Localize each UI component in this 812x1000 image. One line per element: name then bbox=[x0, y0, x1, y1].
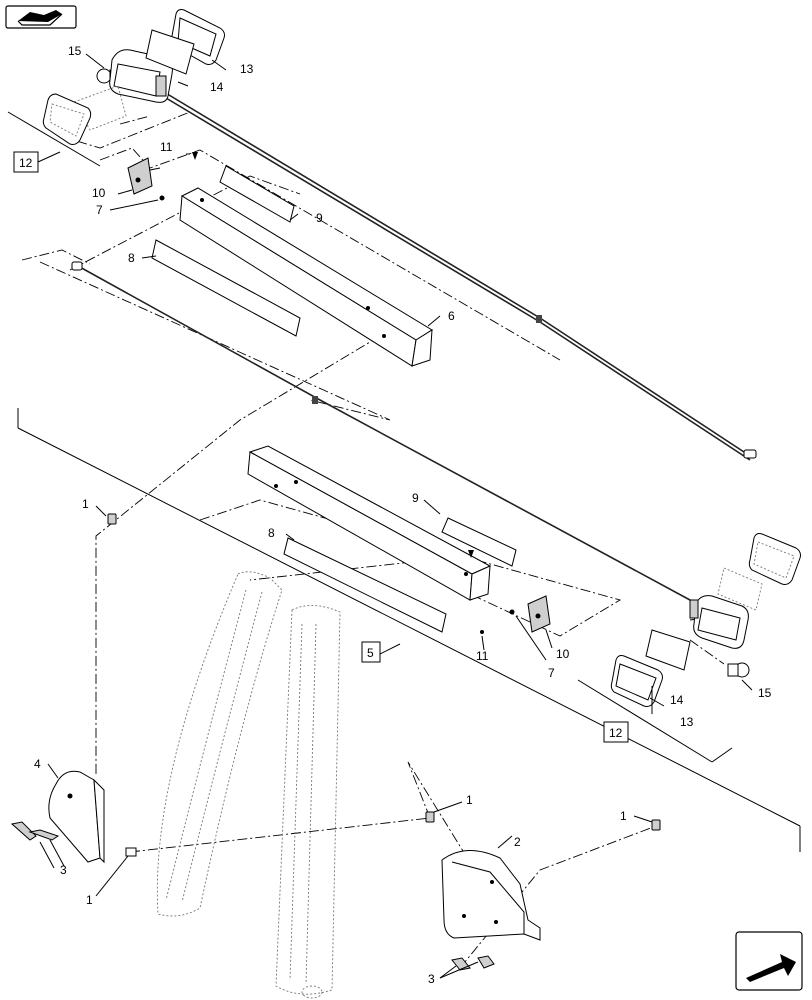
post-straight bbox=[275, 605, 341, 999]
callout-1-right: 1 bbox=[620, 809, 627, 823]
callout-3-bottom: 3 bbox=[428, 972, 435, 986]
callout-13-upper: 13 bbox=[240, 62, 254, 76]
callout-10-upper: 10 bbox=[92, 186, 106, 200]
callout-15-upper: 15 bbox=[68, 44, 82, 58]
screw-7-lower bbox=[509, 609, 515, 615]
callout-1-top: 1 bbox=[82, 497, 89, 511]
post-curved bbox=[156, 571, 283, 917]
callout-15-lower: 15 bbox=[758, 686, 772, 700]
callout-8-lower: 8 bbox=[268, 526, 275, 540]
callout-11-lower: 11 bbox=[476, 649, 489, 663]
lamp-bulb-lower bbox=[727, 662, 750, 678]
bolt-1-mid bbox=[425, 811, 435, 823]
callout-1-mid: 1 bbox=[466, 793, 473, 807]
callout-8-upper: 8 bbox=[128, 251, 135, 265]
callout-5: 5 bbox=[367, 646, 374, 660]
callout-7-lower: 7 bbox=[548, 666, 555, 680]
callout-10-lower: 10 bbox=[556, 647, 570, 661]
callout-box-12-lower bbox=[603, 721, 629, 743]
gasket-lower-right bbox=[748, 533, 801, 585]
callout-14-lower: 14 bbox=[670, 693, 684, 707]
bolts-3-bottom bbox=[451, 955, 495, 971]
callout-4: 4 bbox=[34, 757, 41, 771]
bolt-1-top bbox=[107, 513, 117, 525]
shield-lower bbox=[645, 629, 691, 671]
decal-strip-8-lower bbox=[283, 537, 447, 633]
leader-lines bbox=[37, 53, 753, 979]
screw-11-upper bbox=[192, 152, 198, 160]
callout-13-lower: 13 bbox=[680, 715, 694, 729]
screw-11-lower bbox=[468, 550, 484, 634]
bracket-upper bbox=[127, 157, 161, 195]
callout-7-upper: 7 bbox=[96, 203, 103, 217]
decal-strip-9-upper bbox=[219, 165, 295, 223]
callout-3-left: 3 bbox=[60, 863, 67, 877]
callout-6: 6 bbox=[448, 309, 455, 323]
callout-labels: 15 13 14 12 11 10 7 9 8 6 1 9 8 5 11 10 … bbox=[19, 44, 772, 986]
decal-strip-9-lower bbox=[441, 517, 517, 567]
gasket-upper-left bbox=[42, 93, 92, 145]
bracket-lower bbox=[527, 595, 551, 633]
reference-book-icon[interactable] bbox=[5, 5, 77, 29]
lens-upper bbox=[73, 85, 127, 131]
shield-upper bbox=[145, 29, 195, 75]
callout-9-lower: 9 bbox=[412, 491, 419, 505]
beam-lower bbox=[247, 445, 492, 601]
callout-9-upper: 9 bbox=[316, 211, 323, 225]
callout-12-lower: 12 bbox=[609, 726, 623, 740]
decal-strip-8-upper bbox=[151, 239, 301, 337]
navigation-arrow-icon[interactable] bbox=[735, 931, 803, 991]
assembly-outline bbox=[7, 111, 801, 852]
mounting-plate-4 bbox=[48, 770, 105, 864]
beam-upper bbox=[179, 187, 433, 367]
callout-14-upper: 14 bbox=[210, 80, 224, 94]
callout-12-upper: 12 bbox=[19, 156, 33, 170]
mounting-plate-2 bbox=[441, 849, 541, 941]
callout-2: 2 bbox=[514, 835, 521, 849]
bolt-1-left bbox=[125, 847, 137, 857]
bolts-3-left bbox=[10, 821, 60, 841]
callout-1-left: 1 bbox=[86, 893, 93, 907]
bolt-1-right bbox=[651, 819, 661, 831]
wire-harness-lower bbox=[71, 261, 691, 601]
lens-gasket-lower bbox=[610, 655, 663, 707]
screw-7-upper bbox=[159, 195, 165, 201]
lamp-housing-upper bbox=[109, 49, 173, 103]
wire-harness-upper bbox=[163, 91, 757, 461]
callout-11-upper: 11 bbox=[160, 140, 173, 154]
callout-box-5 bbox=[361, 641, 381, 663]
lamp-housing-lower bbox=[689, 595, 749, 649]
